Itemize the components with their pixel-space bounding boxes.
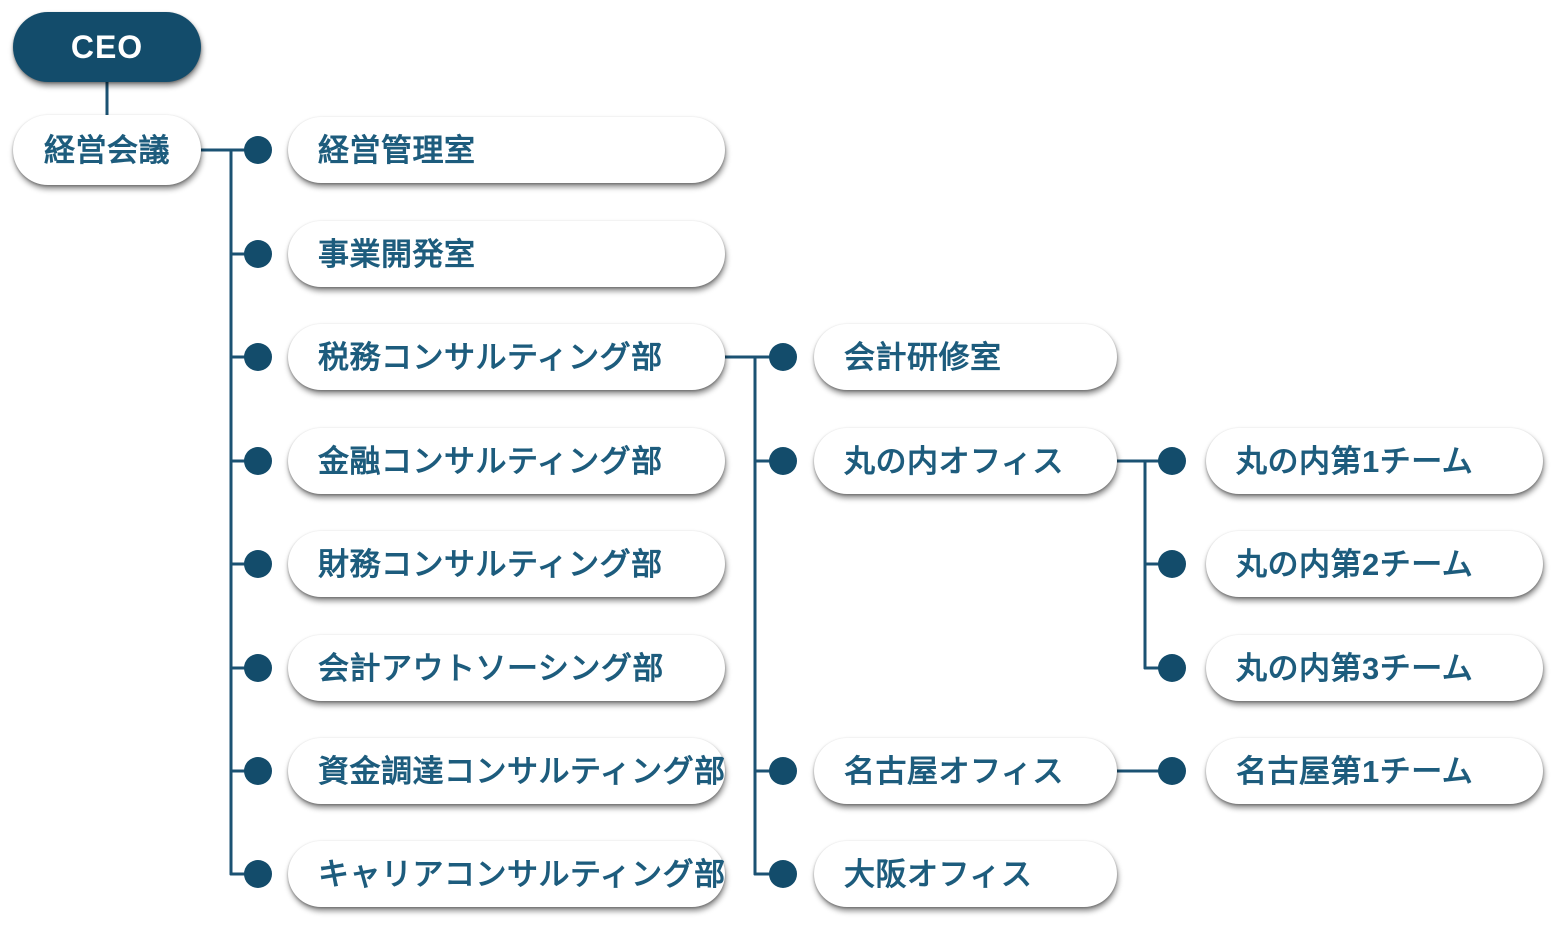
org-node-label-osaka: 大阪オフィス <box>844 856 1033 892</box>
org-node-zeimu: 税務コンサルティング部 <box>288 324 725 390</box>
org-node-label-marunouchi_team1: 丸の内第1チーム <box>1236 443 1474 479</box>
org-node-label-marunouchi_team3: 丸の内第3チーム <box>1236 650 1474 686</box>
org-node-label-marunouchi_team2: 丸の内第2チーム <box>1236 546 1474 582</box>
org-node-nagoya: 名古屋オフィス <box>814 738 1117 804</box>
org-node-label-marunouchi: 丸の内オフィス <box>844 443 1064 479</box>
org-node-career: キャリアコンサルティング部 <box>288 841 725 907</box>
org-node-ceo: CEO <box>13 12 201 82</box>
org-node-label-nagoya_team1: 名古屋第1チーム <box>1236 753 1474 789</box>
org-node-label-keiei_kaigi: 経営会議 <box>44 132 170 168</box>
org-node-label-keiei_kanri: 経営管理室 <box>318 132 476 168</box>
org-node-marunouchi_team2: 丸の内第2チーム <box>1206 531 1543 597</box>
org-node-label-zaimu: 財務コンサルティング部 <box>318 546 663 582</box>
org-node-kinyu: 金融コンサルティング部 <box>288 428 725 494</box>
org-node-label-jigyo_kaihatsu: 事業開発室 <box>318 236 476 272</box>
org-node-label-zeimu: 税務コンサルティング部 <box>318 339 663 375</box>
org-node-label-kaikei_kenshu: 会計研修室 <box>844 339 1002 375</box>
org-node-keiei_kaigi: 経営会議 <box>13 115 201 185</box>
org-node-label-nagoya: 名古屋オフィス <box>844 753 1064 789</box>
org-node-zaimu: 財務コンサルティング部 <box>288 531 725 597</box>
org-node-label-shikin_chotatsu: 資金調達コンサルティング部 <box>318 753 726 789</box>
org-node-jigyo_kaihatsu: 事業開発室 <box>288 221 725 287</box>
org-node-kaikei_outsourcing: 会計アウトソーシング部 <box>288 635 725 701</box>
org-node-marunouchi_team1: 丸の内第1チーム <box>1206 428 1543 494</box>
org-node-osaka: 大阪オフィス <box>814 841 1117 907</box>
org-node-shikin_chotatsu: 資金調達コンサルティング部 <box>288 738 725 804</box>
org-node-kaikei_kenshu: 会計研修室 <box>814 324 1117 390</box>
org-node-marunouchi: 丸の内オフィス <box>814 428 1117 494</box>
org-node-keiei_kanri: 経営管理室 <box>288 117 725 183</box>
org-node-nagoya_team1: 名古屋第1チーム <box>1206 738 1543 804</box>
org-node-label-kaikei_outsourcing: 会計アウトソーシング部 <box>318 650 664 686</box>
org-node-label-kinyu: 金融コンサルティング部 <box>318 443 663 479</box>
org-node-label-career: キャリアコンサルティング部 <box>318 856 726 892</box>
org-node-label-ceo: CEO <box>70 29 144 65</box>
org-node-marunouchi_team3: 丸の内第3チーム <box>1206 635 1543 701</box>
